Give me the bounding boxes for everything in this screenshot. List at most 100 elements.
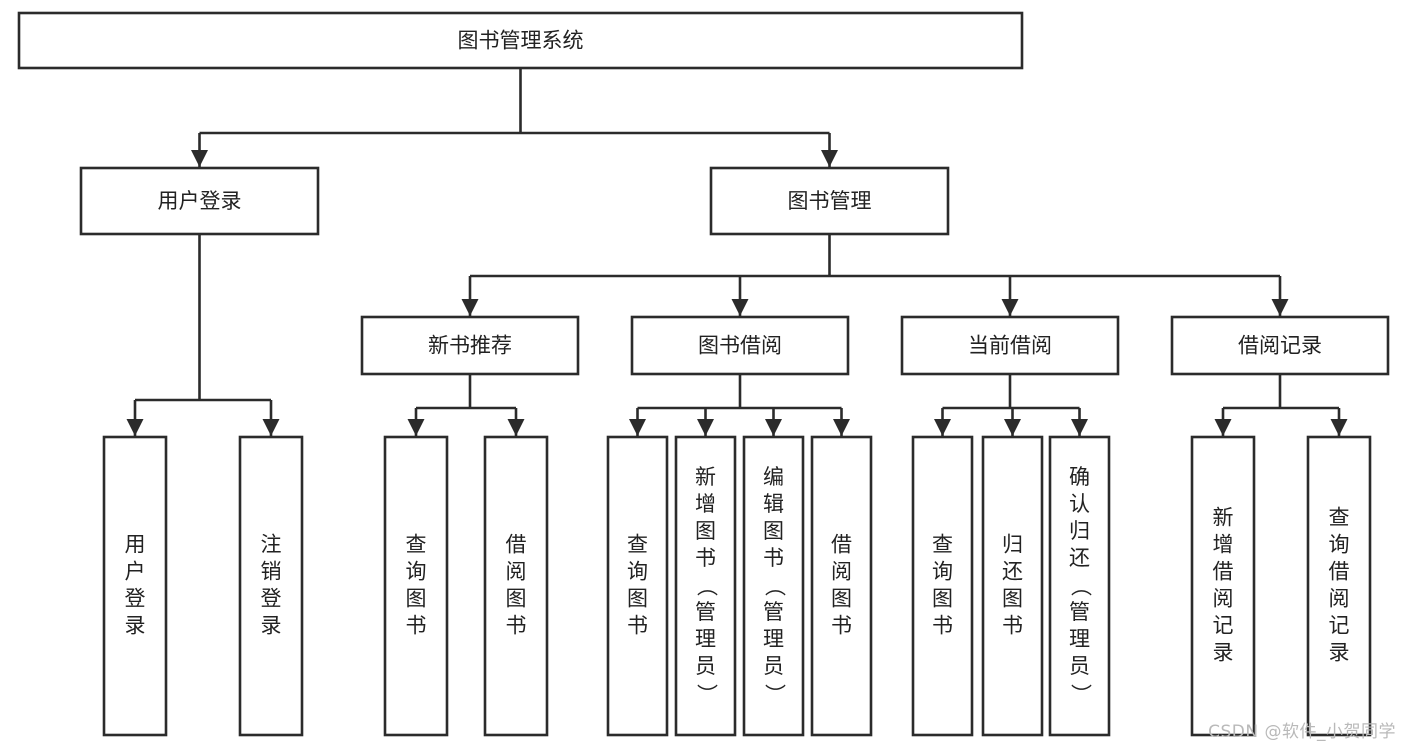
svg-text:用: 用: [125, 533, 146, 557]
node-label: 当前借阅: [968, 334, 1052, 358]
svg-text:还: 还: [1069, 546, 1090, 570]
arrow-head-icon: [126, 419, 144, 436]
arrow-head-icon: [507, 419, 525, 436]
svg-text:增: 增: [1213, 533, 1234, 557]
svg-text:查: 查: [1329, 506, 1350, 530]
svg-text:书: 书: [763, 546, 784, 570]
svg-text:录: 录: [1329, 641, 1350, 665]
node-label: 新书推荐: [428, 334, 512, 358]
arrow-head-icon: [461, 299, 479, 316]
svg-text:登: 登: [261, 587, 282, 611]
svg-text:销: 销: [261, 560, 282, 584]
arrow-head-icon: [731, 299, 749, 316]
node-level2-1[interactable]: 图书借阅: [630, 315, 850, 376]
svg-text:增: 增: [695, 492, 716, 516]
svg-text:图: 图: [695, 519, 716, 543]
svg-text:理: 理: [763, 627, 784, 651]
svg-text:图: 图: [627, 587, 648, 611]
arrow-head-icon: [1330, 419, 1348, 436]
svg-text:图: 图: [506, 587, 527, 611]
svg-text:借: 借: [506, 533, 527, 557]
svg-text:登: 登: [125, 587, 146, 611]
node-root-library-system[interactable]: 图书管理系统: [17, 11, 1024, 70]
arrow-head-icon: [407, 419, 425, 436]
nodes-layer: 图书管理系统用户登录图书管理新书推荐图书借阅当前借阅借阅记录用户登录注销登录查询…: [17, 11, 1390, 737]
node-level1-0[interactable]: 用户登录: [79, 166, 320, 236]
svg-text:询: 询: [932, 560, 953, 584]
svg-text:阅: 阅: [1213, 587, 1234, 611]
node-label-vertical: 用户登录: [125, 533, 146, 638]
svg-text:录: 录: [1213, 641, 1234, 665]
svg-text:注: 注: [261, 533, 282, 557]
svg-text:书: 书: [695, 546, 716, 570]
csdn-watermark: CSDN @软件_小贺同学: [1208, 722, 1396, 742]
arrow-head-icon: [1004, 419, 1021, 436]
svg-text:阅: 阅: [1329, 587, 1350, 611]
svg-text:归: 归: [1069, 519, 1090, 543]
node-label: 图书管理: [788, 189, 872, 213]
svg-text:辑: 辑: [763, 492, 784, 516]
svg-text:管: 管: [763, 600, 784, 624]
svg-text:书: 书: [506, 614, 527, 638]
svg-text:询: 询: [627, 560, 648, 584]
arrow-head-icon: [934, 419, 951, 436]
node-level2-3[interactable]: 借阅记录: [1170, 315, 1390, 376]
arrow-head-icon: [765, 419, 782, 436]
arrow-head-icon: [629, 419, 646, 436]
svg-text:新: 新: [1213, 506, 1234, 530]
svg-text:查: 查: [932, 533, 953, 557]
node-leaf-0[interactable]: 用户登录: [102, 435, 168, 737]
svg-text:员: 员: [695, 654, 716, 678]
svg-text:（: （: [1069, 576, 1093, 597]
node-label: 图书借阅: [698, 334, 782, 358]
svg-text:录: 录: [125, 614, 146, 638]
svg-text:阅: 阅: [831, 560, 852, 584]
svg-text:图: 图: [763, 519, 784, 543]
svg-text:查: 查: [406, 533, 427, 557]
svg-text:归: 归: [1002, 533, 1023, 557]
arrow-head-icon: [1001, 299, 1019, 316]
arrow-head-icon: [1071, 419, 1088, 436]
node-level2-0[interactable]: 新书推荐: [360, 315, 580, 376]
node-level1-1[interactable]: 图书管理: [709, 166, 950, 236]
node-level2-2[interactable]: 当前借阅: [900, 315, 1120, 376]
node-label: 借阅记录: [1238, 334, 1322, 358]
svg-text:询: 询: [406, 560, 427, 584]
svg-text:询: 询: [1329, 533, 1350, 557]
svg-text:查: 查: [627, 533, 648, 557]
svg-text:图: 图: [932, 587, 953, 611]
svg-text:书: 书: [932, 614, 953, 638]
svg-text:图: 图: [1002, 587, 1023, 611]
svg-text:员: 员: [763, 654, 784, 678]
arrow-head-icon: [821, 150, 838, 167]
svg-text:（: （: [695, 576, 719, 597]
arrow-head-icon: [1214, 419, 1232, 436]
svg-text:）: ）: [1069, 684, 1093, 705]
svg-text:新: 新: [695, 465, 716, 489]
svg-text:借: 借: [831, 533, 852, 557]
